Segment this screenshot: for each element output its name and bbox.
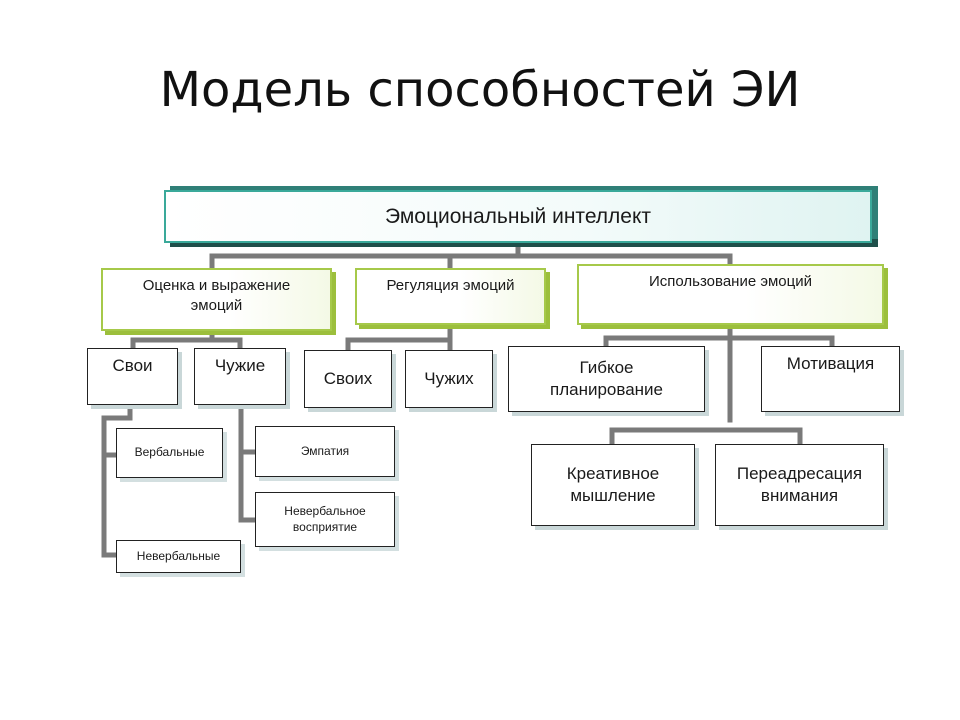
node-regulation-own-label: Своих bbox=[323, 368, 373, 388]
node-own-label: Свои bbox=[112, 356, 153, 375]
node-nonverbal-label: Невербальные bbox=[136, 548, 221, 563]
branch-regulation: Регуляция эмоций bbox=[355, 268, 546, 325]
branch-assessment-label: Оценка и выражение эмоций bbox=[142, 277, 291, 314]
node-nonverbal: Невербальные bbox=[116, 540, 241, 573]
node-verbal: Вербальные bbox=[116, 428, 223, 478]
node-creative-thinking-label: Креативное мышление bbox=[566, 463, 660, 505]
node-flexible-planning-label: Гибкое планирование bbox=[549, 357, 663, 399]
node-flexible-planning: Гибкое планирование bbox=[508, 346, 705, 412]
branch-use: Использование эмоций bbox=[577, 264, 884, 325]
node-empathy: Эмпатия bbox=[255, 426, 395, 477]
node-regulation-others: Чужих bbox=[405, 350, 493, 408]
node-others-label: Чужие bbox=[214, 356, 266, 375]
node-motivation: Мотивация bbox=[761, 346, 900, 412]
node-empathy-label: Эмпатия bbox=[300, 443, 350, 458]
node-own: Свои bbox=[87, 348, 178, 405]
root-node: Эмоциональный интеллект bbox=[164, 190, 872, 243]
node-creative-thinking: Креативное мышление bbox=[531, 444, 695, 526]
branch-assessment: Оценка и выражение эмоций bbox=[101, 268, 332, 331]
branch-use-label: Использование эмоций bbox=[648, 273, 812, 290]
node-regulation-others-label: Чужих bbox=[424, 368, 474, 388]
node-attention-redirection: Переадресация внимания bbox=[715, 444, 884, 526]
node-verbal-label: Вербальные bbox=[134, 445, 205, 460]
node-regulation-own: Своих bbox=[304, 350, 392, 408]
slide-title: Модель способностей ЭИ bbox=[159, 62, 801, 118]
node-nonverbal-perception-label: Невербальное восприятие bbox=[284, 503, 366, 534]
branch-regulation-label: Регуляция эмоций bbox=[386, 277, 515, 294]
node-nonverbal-perception: Невербальное восприятие bbox=[255, 492, 395, 547]
node-motivation-label: Мотивация bbox=[786, 354, 875, 373]
node-others: Чужие bbox=[194, 348, 286, 405]
root-node-label: Эмоциональный интеллект bbox=[384, 204, 652, 228]
node-attention-redirection-label: Переадресация внимания bbox=[736, 463, 863, 505]
